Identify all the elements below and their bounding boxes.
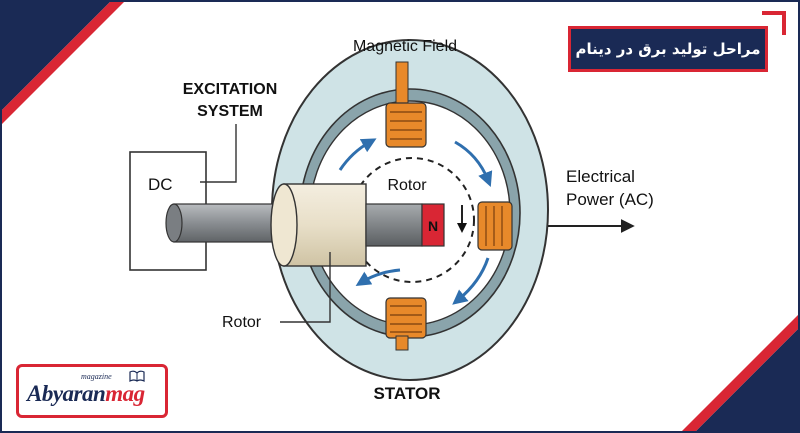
logo-tagline: magazine <box>81 372 112 381</box>
rotor-outer-label: Rotor <box>222 314 262 331</box>
coil-bottom <box>385 297 427 351</box>
rotor-magnet <box>365 203 423 247</box>
coil-top <box>385 61 427 148</box>
excitation-label-line1: EXCITATION <box>183 81 278 98</box>
stator-label: STATOR <box>373 384 440 403</box>
magnetic-field-label: Magnetic Field <box>353 38 457 55</box>
rotor-hub-face <box>270 183 298 267</box>
coil-right <box>477 201 513 251</box>
excitation-label-line2: SYSTEM <box>197 103 263 120</box>
logo-wordmark-part2: mag <box>105 381 145 406</box>
shaft-end <box>165 203 183 243</box>
corner-bracket-icon <box>762 11 786 35</box>
logo-wordmark-part1: Abyaran <box>27 381 106 406</box>
output-label-line2: Power (AC) <box>566 190 654 209</box>
rotation-arrows <box>338 138 493 305</box>
dc-label: DC <box>148 175 173 194</box>
rotor-inner-label: Rotor <box>387 177 427 194</box>
leader-lines <box>200 124 331 323</box>
book-icon <box>129 370 145 382</box>
corner-decoration-top-left <box>0 0 126 126</box>
page-title: مراحل تولید برق در دینام <box>575 40 761 58</box>
title-badge: مراحل تولید برق در دینام <box>568 26 768 72</box>
output-label-line1: Electrical <box>566 167 635 186</box>
north-pole-label: N <box>428 218 438 234</box>
flux-path-dashed <box>349 157 475 283</box>
brand-logo[interactable]: magazine Abyaranmag <box>16 364 168 418</box>
magnet-north-pole <box>421 203 445 247</box>
corner-decoration-bottom-right <box>680 313 800 433</box>
logo-wordmark: Abyaranmag <box>27 381 145 407</box>
